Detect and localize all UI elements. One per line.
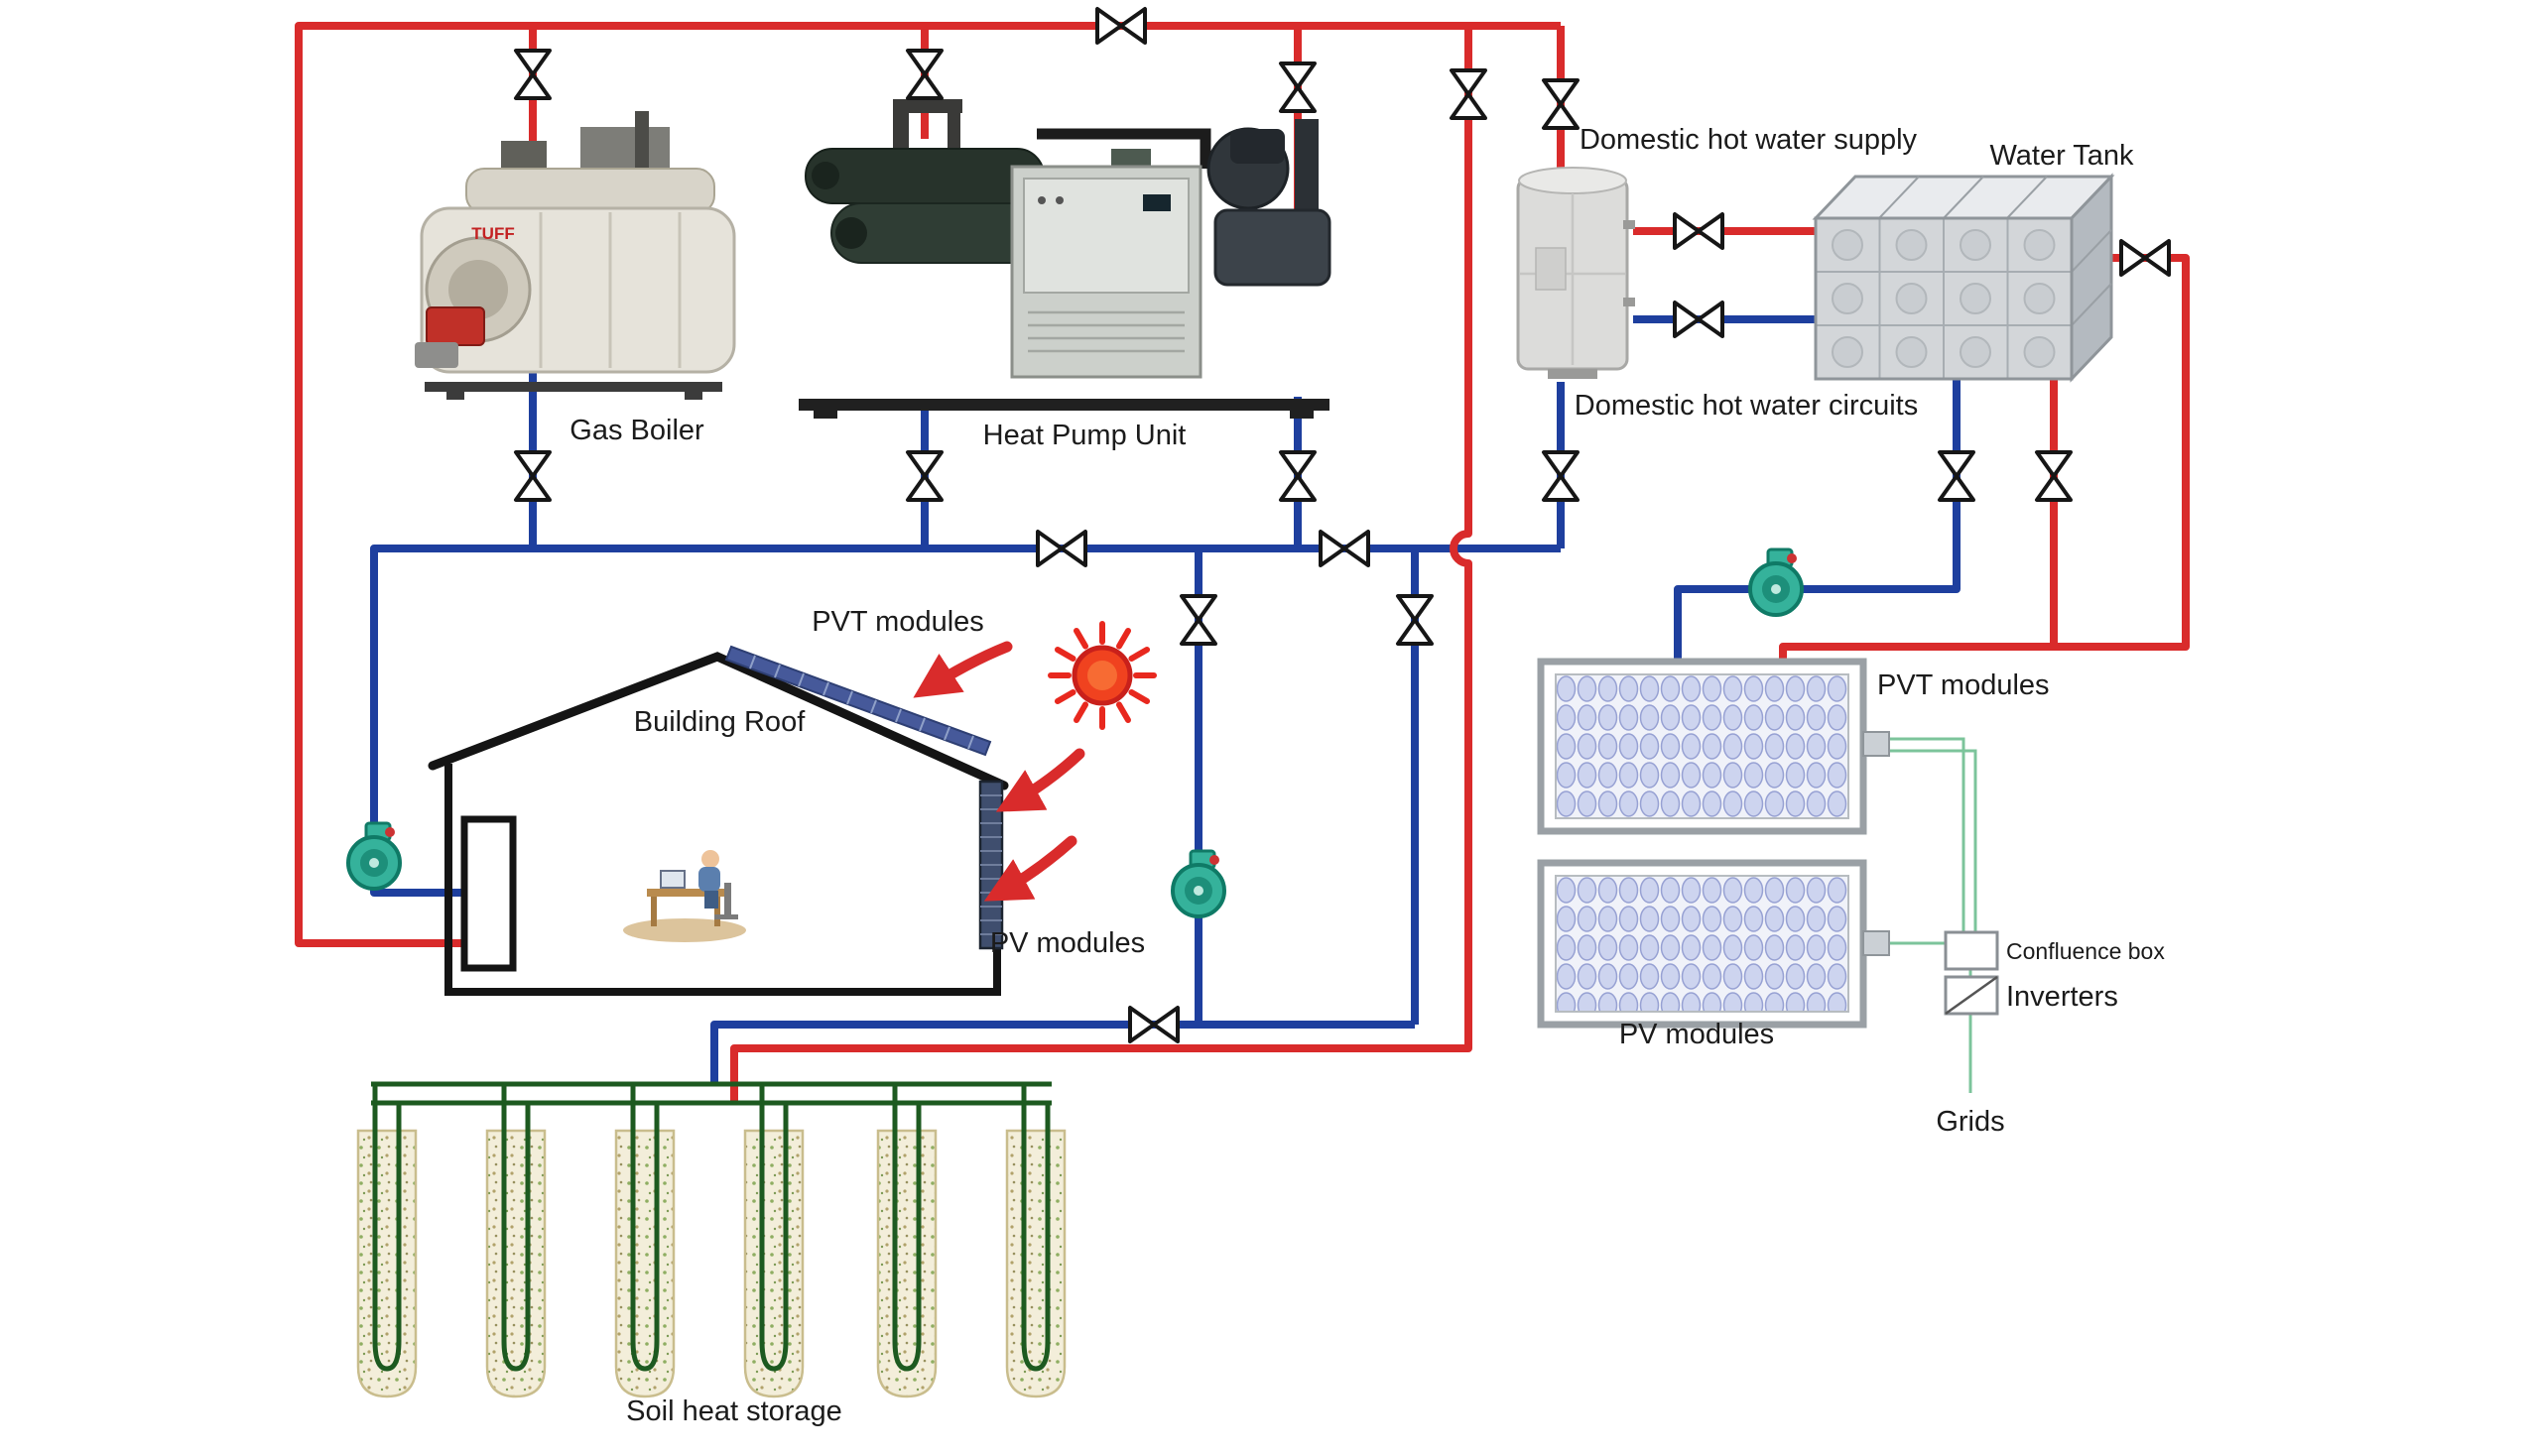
building-roof-label: Building Roof bbox=[634, 706, 806, 738]
heat-pump-unit bbox=[799, 99, 1331, 419]
soil-heat-storage bbox=[356, 1081, 1067, 1398]
solar-radiation-arrow bbox=[995, 748, 1085, 812]
water-tank-label: Water Tank bbox=[1989, 140, 2134, 172]
u-tube bbox=[630, 1084, 660, 1372]
pump-icon bbox=[1748, 547, 1804, 617]
pvt-roof-label: PVT modules bbox=[812, 606, 984, 638]
water-tank bbox=[1812, 173, 2115, 383]
dhw-tank bbox=[1516, 167, 1635, 379]
boreholes bbox=[356, 1129, 1067, 1398]
solar-radiation-arrow bbox=[913, 641, 1013, 698]
valve-icon bbox=[1673, 212, 1724, 250]
pvt-wire-1 bbox=[1889, 737, 1965, 932]
u-tube bbox=[501, 1084, 531, 1372]
confluence-box-label: Confluence box bbox=[2006, 938, 2165, 964]
heat-exchanger bbox=[460, 815, 517, 972]
valve-icon bbox=[1279, 61, 1317, 113]
valve-icon bbox=[514, 49, 552, 100]
gas-boiler-label: Gas Boiler bbox=[569, 415, 704, 446]
boiler-brand-badge: TUFF bbox=[471, 224, 514, 243]
valve-icon bbox=[1319, 530, 1370, 567]
dhw-circuits-label: Domestic hot water circuits bbox=[1575, 390, 1919, 422]
pvt-roof-strip bbox=[724, 645, 992, 757]
solar-radiation-arrow bbox=[983, 835, 1077, 902]
dhw-supply-label: Domestic hot water supply bbox=[1580, 124, 1918, 156]
valve-icon bbox=[1396, 594, 1434, 646]
valve-icon bbox=[1279, 450, 1317, 502]
borehole bbox=[743, 1129, 805, 1398]
solar-radiation-arrows bbox=[913, 641, 1085, 902]
occupant-scene bbox=[623, 850, 746, 942]
borehole bbox=[1005, 1129, 1067, 1398]
grids-label: Grids bbox=[1936, 1106, 2004, 1138]
valve-icon bbox=[906, 450, 944, 502]
valve-icon bbox=[1938, 450, 1975, 502]
soil-return-riser bbox=[730, 26, 1472, 1103]
valve-icon bbox=[906, 49, 944, 100]
pv-house-label: PV modules bbox=[990, 927, 1145, 959]
valve-icon bbox=[1542, 78, 1580, 130]
pvt-junction-stub bbox=[1862, 731, 1890, 757]
building-fill bbox=[433, 657, 1004, 992]
pv-array-label: PV modules bbox=[1619, 1019, 1774, 1050]
valve-icon bbox=[514, 450, 552, 502]
borehole bbox=[614, 1129, 676, 1398]
soil-heat-storage-label: Soil heat storage bbox=[626, 1395, 842, 1427]
pvt-wire-2 bbox=[1889, 749, 1977, 932]
heat-pump-label: Heat Pump Unit bbox=[983, 420, 1187, 451]
control-display bbox=[1143, 194, 1171, 211]
hot-header bbox=[295, 22, 1561, 947]
electric-wires bbox=[1889, 737, 1977, 1093]
valve-icon bbox=[1450, 68, 1487, 120]
person-body bbox=[698, 867, 720, 892]
valve-icon bbox=[2035, 450, 2073, 502]
u-tube bbox=[372, 1084, 402, 1372]
borehole bbox=[356, 1129, 418, 1398]
valve-icon bbox=[1128, 1006, 1180, 1043]
valve-icon bbox=[2119, 239, 2171, 277]
inverters-label: Inverters bbox=[2006, 981, 2118, 1013]
pump-icon bbox=[346, 821, 402, 891]
ground-loop-pipes bbox=[371, 1081, 1052, 1372]
confluence-box bbox=[1944, 930, 1999, 971]
valve-icon bbox=[1180, 594, 1217, 646]
valve-icon bbox=[1036, 530, 1087, 567]
cold-header bbox=[370, 545, 1561, 897]
u-tube bbox=[892, 1084, 922, 1372]
u-tube bbox=[759, 1084, 789, 1372]
pv-wall-strip bbox=[978, 780, 1004, 950]
inverter-box bbox=[1944, 975, 1999, 1016]
soil-supply-run bbox=[710, 1021, 1415, 1084]
sun-icon bbox=[1048, 621, 1157, 730]
person-head bbox=[701, 850, 719, 868]
burner bbox=[426, 306, 485, 346]
pv-array bbox=[1537, 859, 1890, 1029]
gas-boiler: TUFF bbox=[415, 111, 736, 400]
pvt-array bbox=[1537, 658, 1890, 835]
u-tube bbox=[1021, 1084, 1051, 1372]
pv-junction-stub bbox=[1862, 930, 1890, 956]
valve-icon bbox=[1673, 301, 1724, 338]
building-roof-line bbox=[428, 652, 1009, 790]
valve-icon bbox=[1095, 7, 1147, 45]
borehole bbox=[485, 1129, 547, 1398]
labels: Gas Boiler Heat Pump Unit Domestic hot w… bbox=[569, 124, 2165, 1427]
pump-icon bbox=[1171, 849, 1226, 918]
pvt-array-label: PVT modules bbox=[1877, 669, 2050, 701]
borehole bbox=[876, 1129, 938, 1398]
valve-icon bbox=[1542, 450, 1580, 502]
